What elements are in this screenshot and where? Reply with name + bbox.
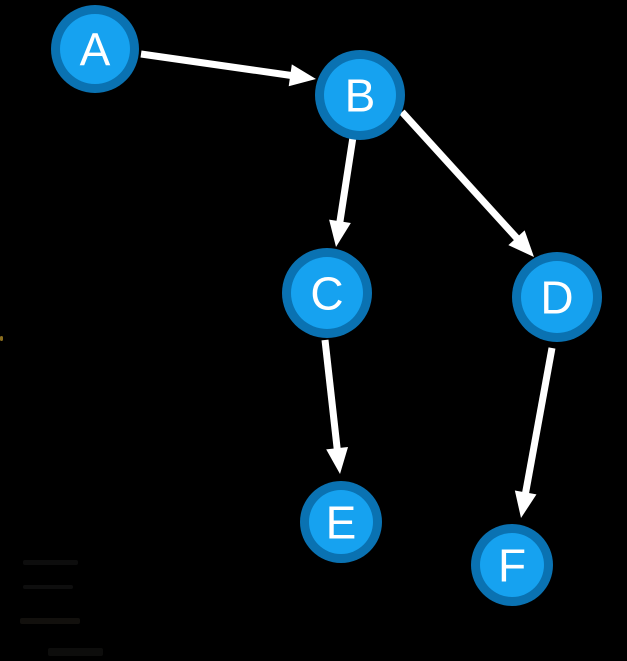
edge-A-B bbox=[140, 50, 316, 87]
edge-line-B-C bbox=[336, 136, 357, 224]
node-A[interactable]: A bbox=[51, 5, 139, 93]
arrowhead-B-D bbox=[508, 230, 534, 257]
node-label-A: A bbox=[80, 23, 111, 75]
node-body-D bbox=[521, 261, 593, 333]
node-label-C: C bbox=[310, 267, 343, 319]
edge-line-C-E bbox=[321, 339, 341, 451]
arrowhead-B-C bbox=[329, 219, 351, 247]
node-D[interactable]: D bbox=[512, 252, 602, 342]
edge-line-A-B bbox=[140, 50, 293, 80]
node-label-D: D bbox=[540, 271, 573, 323]
edge-line-B-D bbox=[399, 109, 521, 242]
node-body-B bbox=[324, 59, 396, 131]
arrowhead-C-E bbox=[326, 446, 349, 474]
node-body-E bbox=[309, 490, 373, 554]
node-label-E: E bbox=[326, 496, 357, 548]
edge-C-E bbox=[321, 339, 349, 474]
node-B[interactable]: B bbox=[315, 50, 405, 140]
node-F[interactable]: F bbox=[471, 524, 553, 606]
edge-line-D-F bbox=[521, 347, 556, 496]
arrowhead-A-B bbox=[288, 64, 316, 87]
edge-B-C bbox=[329, 136, 357, 247]
node-label-F: F bbox=[498, 539, 526, 591]
node-body-F bbox=[480, 533, 544, 597]
node-E[interactable]: E bbox=[300, 481, 382, 563]
edge-D-F bbox=[514, 347, 556, 518]
node-body-A bbox=[60, 14, 130, 84]
node-C[interactable]: C bbox=[282, 248, 372, 338]
node-body-C bbox=[291, 257, 363, 329]
edge-B-D bbox=[399, 109, 534, 257]
node-label-B: B bbox=[345, 69, 376, 121]
arrowhead-D-F bbox=[514, 490, 537, 518]
